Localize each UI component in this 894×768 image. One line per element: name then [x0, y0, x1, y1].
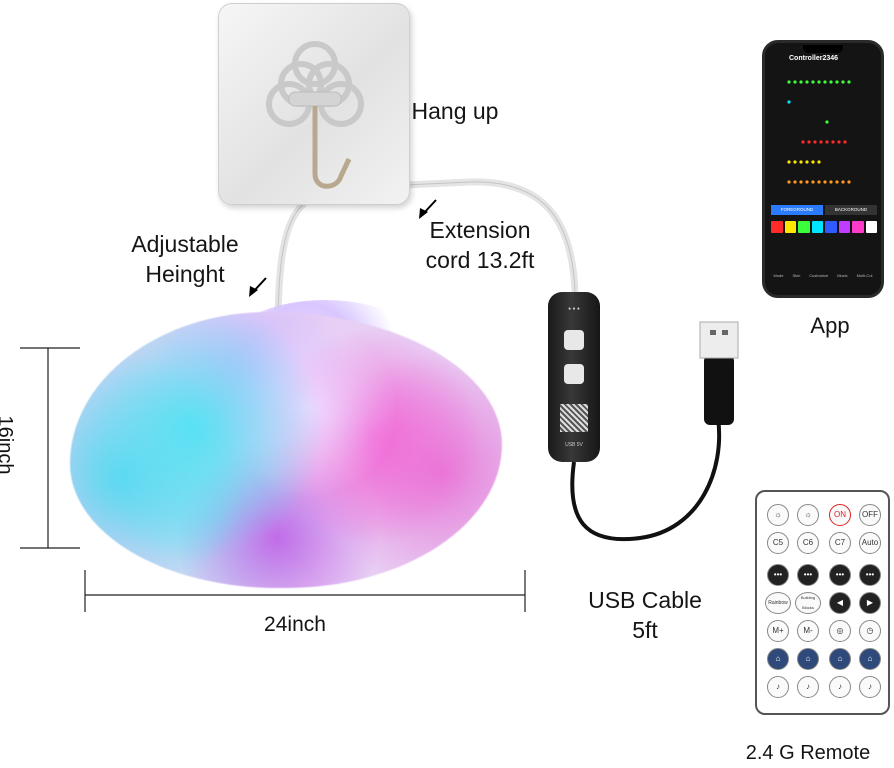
qr-code [560, 404, 588, 432]
mode-dots [787, 160, 821, 164]
color-swatch [784, 221, 796, 233]
tab-foreground: FOREGROUND [771, 205, 823, 215]
app-bottom-nav: Mode Skin Customize Music Multi-Col [769, 273, 877, 291]
extension-label-line2: cord 13.2ft [425, 247, 535, 273]
nav-item: Music [837, 273, 848, 278]
scene-icon: ⌂ [859, 648, 881, 670]
adjustable-label-line2: Heinght [145, 261, 225, 287]
usb-cable [570, 417, 722, 542]
arrow-extension [419, 199, 437, 219]
c7-button: C7 [829, 532, 851, 554]
app-label: App [810, 313, 850, 338]
c5-button: C5 [767, 532, 789, 554]
width-dimension-label: 24inch [264, 613, 326, 636]
color-swatch [798, 221, 810, 233]
usb-label-line1: USB Cable [588, 587, 702, 613]
scene-icon: ⌂ [829, 648, 851, 670]
remote-control: ☼ ☼ ON OFF C5 C6 C7 Auto ••• ••• ••• •••… [755, 490, 890, 715]
app-mode-row [771, 77, 879, 87]
color-swatch [838, 221, 850, 233]
brightness-down-icon: ☼ [797, 504, 819, 526]
usb-plug [699, 321, 739, 425]
color-swatch [852, 221, 864, 233]
timer-icon: ◷ [859, 620, 881, 642]
rainbow-button: Rainbow [765, 592, 791, 614]
scene-icon: ⌂ [767, 648, 789, 670]
color-swatch [771, 221, 783, 233]
off-button: OFF [859, 504, 881, 526]
arrow-left-icon: ◀ [829, 592, 851, 614]
hang-up-label: Hang up [411, 98, 499, 124]
color-swatch [825, 221, 837, 233]
phone-app: Controller2346 FOREGROUND BACKGROUND [762, 40, 884, 298]
color-swatch [865, 221, 877, 233]
app-mode-row [771, 177, 879, 187]
app-mode-row [771, 137, 879, 147]
c6-button: C6 [797, 532, 819, 554]
remote-label: 2.4 G Remote [745, 742, 871, 764]
mode-dots-icon: ••• [859, 564, 881, 586]
color-swatches [771, 221, 877, 233]
app-title: Controller2346 [789, 55, 839, 62]
scene-icon: ⌂ [797, 648, 819, 670]
tab-background: BACKGROUND [825, 205, 877, 215]
phone-notch [803, 45, 843, 53]
music-button [564, 364, 584, 384]
nav-item: Skin [792, 273, 801, 278]
mode-dots-icon: ••• [797, 564, 819, 586]
led-indicators: ● ● ● [568, 306, 580, 312]
mode-dots [787, 80, 851, 84]
mode-dots-icon: ••• [829, 564, 851, 586]
arrow-adjustable [249, 277, 267, 297]
m-minus-button: M- [797, 620, 819, 642]
arrow-right-icon: ▶ [859, 592, 881, 614]
building-blocks-button: Building Blocks [795, 592, 821, 614]
app-mode-row [771, 97, 879, 107]
height-dimension [20, 347, 80, 549]
extension-label-line1: Extension [429, 217, 531, 243]
mode-dots [825, 120, 829, 124]
app-tabs: FOREGROUND BACKGROUND [771, 205, 877, 215]
mode-dots [787, 180, 851, 184]
adjustable-label-line1: Adjustable [131, 231, 239, 257]
controller-box: ● ● ● USB 5V [548, 292, 600, 462]
nav-item: Mode [773, 273, 784, 278]
music-note-icon: ♪ [859, 676, 881, 698]
color-swatch [811, 221, 823, 233]
app-mode-row [771, 117, 879, 127]
mode-dots [801, 140, 847, 144]
usb-label-line2: 5ft [632, 617, 658, 643]
m-plus-button: M+ [767, 620, 789, 642]
cloud-lamp [70, 312, 502, 588]
width-dimension [84, 570, 526, 612]
adhesive-hook-plate [218, 3, 410, 205]
music-note-icon: ♪ [829, 676, 851, 698]
speed-icon: ◎ [829, 620, 851, 642]
mode-dots-icon: ••• [767, 564, 789, 586]
mode-button [564, 330, 584, 350]
mode-dots [787, 100, 791, 104]
music-note-icon: ♪ [797, 676, 819, 698]
music-note-icon: ♪ [767, 676, 789, 698]
app-title-bar: Controller2346 [769, 55, 877, 65]
usb-5v-text: USB 5V [565, 442, 583, 448]
nav-item: Customize [809, 273, 829, 278]
on-button: ON [829, 504, 851, 526]
auto-button: Auto [859, 532, 881, 554]
brightness-up-icon: ☼ [767, 504, 789, 526]
hook-icon [266, 41, 364, 189]
height-dimension-label: 16inch [0, 415, 16, 475]
app-mode-row [771, 157, 879, 167]
nav-item: Multi-Col [856, 273, 873, 278]
